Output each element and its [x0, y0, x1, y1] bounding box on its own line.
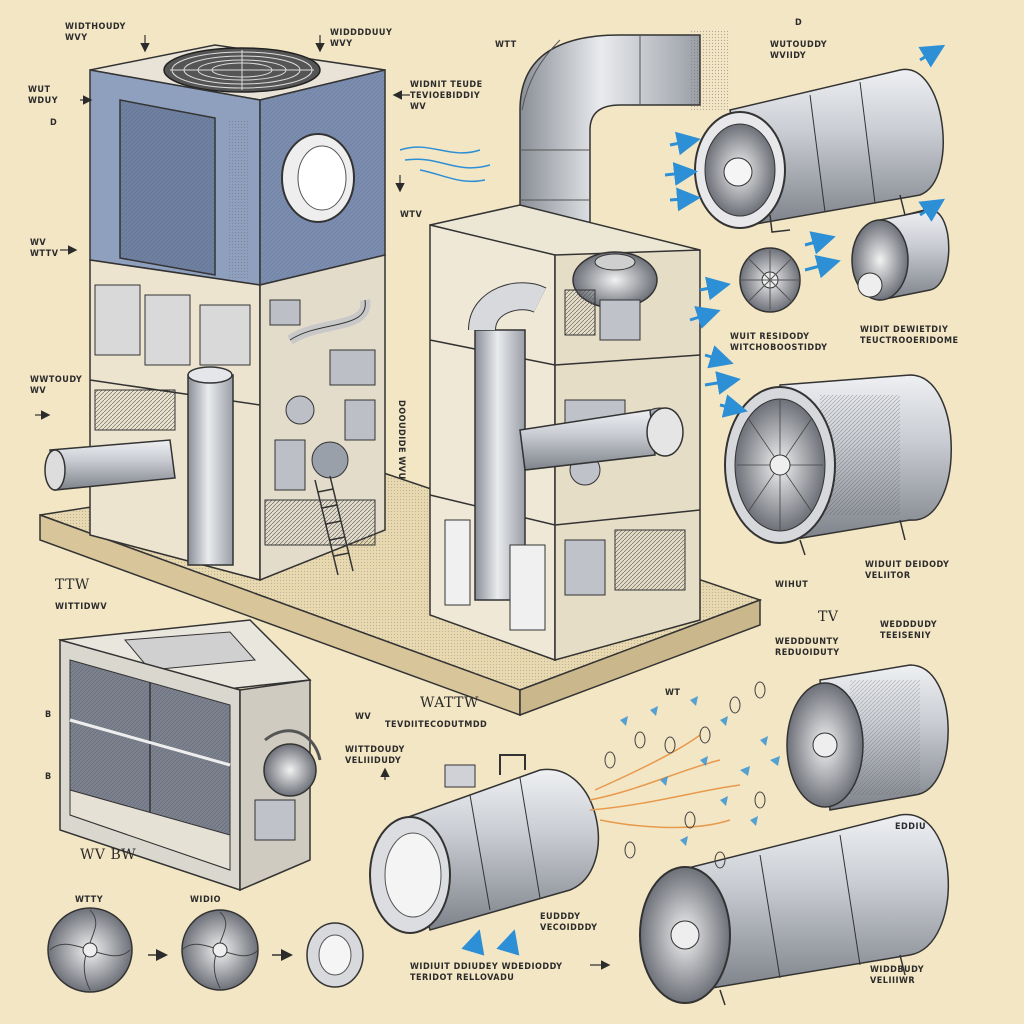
- label-right-mid-left: WUIT RESIDODY WITCHOBOOSTIDDY: [730, 332, 828, 353]
- label-wattw-sub: TEVDIITECODUTMDD: [385, 720, 488, 730]
- label-center-title: WIDNIT TEUDE TEVIOEBIDDIY WV: [410, 80, 483, 112]
- inline-duct-fan-lower-1: [786, 664, 949, 811]
- label-left-3: WV WTTV: [30, 238, 59, 259]
- label-wvbw: WV BW: [80, 847, 137, 863]
- label-right-bottom-1: WIHUT: [775, 580, 809, 590]
- fan-icon: [739, 247, 801, 313]
- label-left-1: WUT WDUY: [28, 85, 59, 106]
- label-ttw: TTW: [55, 577, 90, 593]
- label-center-wtv: WTV: [400, 210, 423, 220]
- label-eudy: EUDDDY VECOIDDDY: [540, 912, 598, 933]
- label-right-top: WUTOUDDY WVIIDY: [770, 40, 828, 61]
- label-wt-mid: WT: [665, 688, 681, 698]
- label-ttw-sub: WITTIDWV: [55, 602, 108, 612]
- label-side-vertical: DOOUDIDE WVU: [396, 400, 406, 480]
- airflow-swirl: [399, 146, 491, 183]
- inline-duct-fan-lower-2: [639, 813, 950, 1006]
- label-top-left-1: WIDTHOUDY WVY: [65, 22, 126, 43]
- label-ceiling-tag: EDDIU: [895, 822, 927, 832]
- label-bottom-center: WIDIUIT DDIUDEY WDEDIODDY TERIDOT RELLOV…: [410, 962, 563, 983]
- inline-duct-fan-top: [694, 68, 944, 233]
- air-handler-unit-left: [44, 44, 386, 582]
- fan-icon: [47, 907, 133, 993]
- label-left-2: D: [50, 118, 58, 128]
- duct-icon: [519, 30, 730, 231]
- label-widio: WIDIO: [190, 895, 222, 905]
- arrow-icon: [461, 44, 946, 956]
- label-bottom-right: WIDDBUDY VELIIIWR: [870, 965, 925, 986]
- label-wattw: WATTW: [420, 695, 479, 711]
- label-right-mid-right: WIDIT DEWIETDIY TEUCTROOERIDOME: [860, 325, 959, 346]
- label-right-bottom-2: WIDUIT DEIDODY VELIITOR: [865, 560, 950, 581]
- furnace-unit-center: [429, 30, 730, 662]
- ladder: [314, 475, 354, 576]
- axial-fan-right: [724, 374, 952, 556]
- airflow-particles: [589, 681, 780, 869]
- label-right-lower: WEDDDUNTY REDUOIDUTY: [775, 637, 840, 658]
- fan-icon: [163, 47, 321, 93]
- label-wittdoudy: WITTDOUDY VELIIIDUDY: [345, 745, 405, 766]
- condenser-unit: [58, 619, 322, 892]
- fan-icon: [181, 909, 259, 991]
- duct-cylinder-lower: [369, 754, 600, 934]
- label-top-left-2: WIDDDDUUY WVY: [330, 28, 393, 49]
- blower-unit-small: [851, 209, 950, 301]
- label-tv-right: TV: [818, 609, 839, 625]
- label-center-top: WTT: [495, 40, 517, 50]
- compressor-icon: [254, 729, 322, 841]
- label-b-tag: B: [45, 710, 52, 720]
- label-e-tag: B: [45, 772, 52, 782]
- label-wtty: WTTY: [75, 895, 104, 905]
- label-right-lower2: WEDDDUDY TEEISENIY: [880, 620, 938, 641]
- label-wv: WV: [355, 712, 372, 722]
- label-left-4: WWTOUDY WV: [30, 375, 83, 396]
- fan-icon: [306, 922, 364, 988]
- label-right-top-d: D: [795, 18, 803, 28]
